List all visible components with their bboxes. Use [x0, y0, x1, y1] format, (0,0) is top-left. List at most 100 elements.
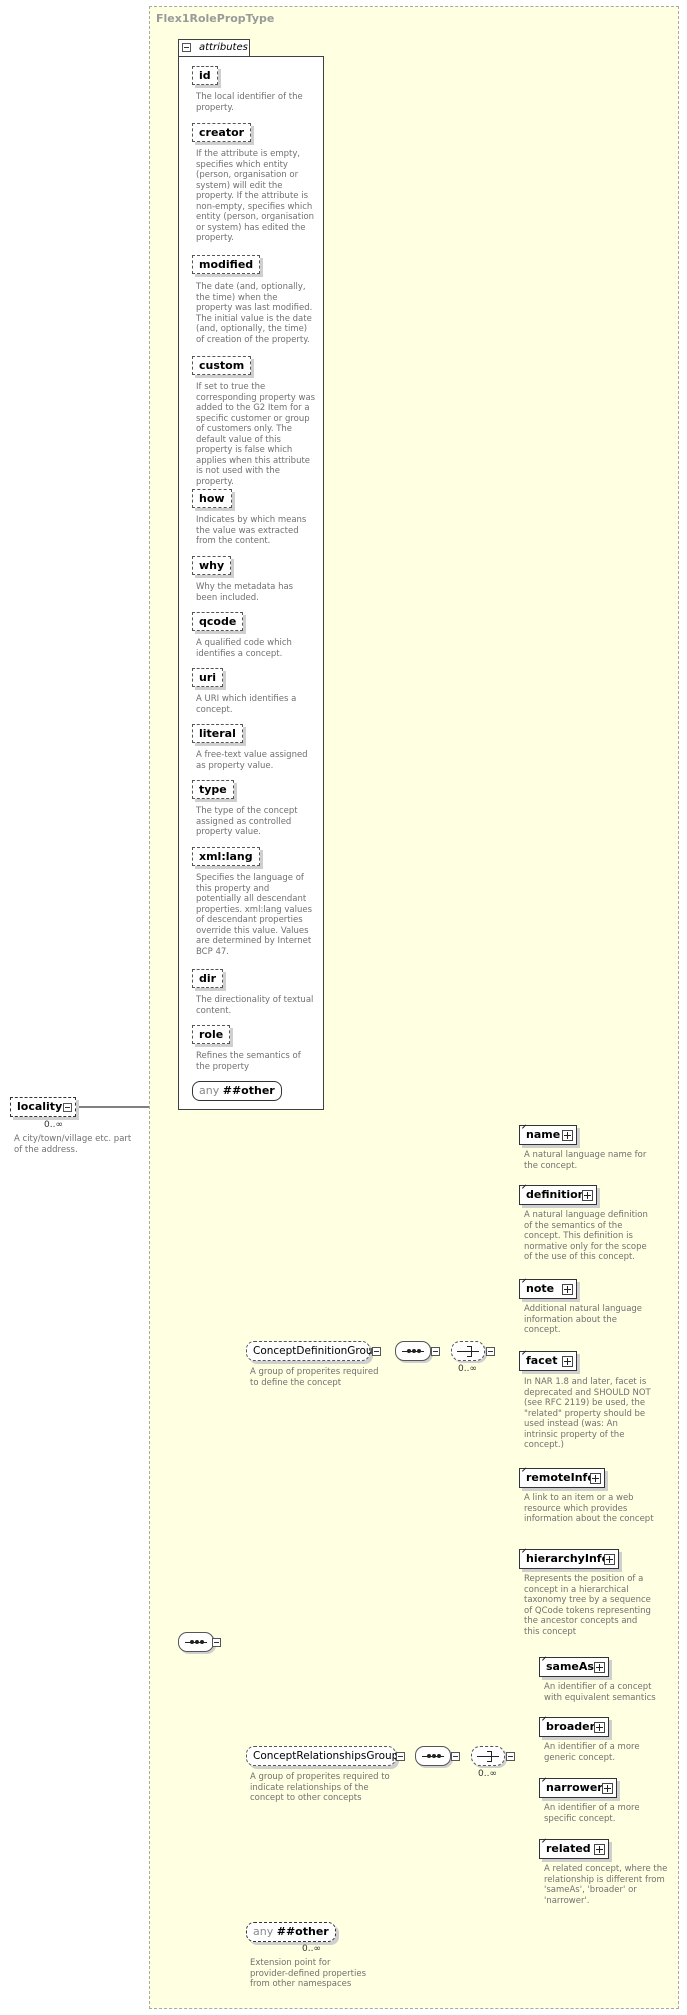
attribute-custom[interactable]: custom: [192, 356, 252, 375]
sequence-icon: [427, 1754, 441, 1759]
cardinality-label: 0..∞: [44, 1120, 63, 1130]
attribute-description: Why the metadata has been included.: [196, 582, 294, 603]
attribute-name: literal: [199, 727, 236, 740]
attribute-role[interactable]: role: [192, 1025, 231, 1044]
attribute-how[interactable]: how: [192, 489, 232, 508]
element-label: note: [526, 1282, 555, 1295]
expand-icon[interactable]: [562, 1130, 573, 1141]
element-label: definition: [526, 1188, 586, 1201]
attributes-panel: [178, 56, 324, 1110]
cardinality-label: 0..∞: [458, 1364, 477, 1374]
collapse-icon[interactable]: [372, 1347, 381, 1356]
element-name: locality: [17, 1100, 63, 1113]
attribute-name: custom: [199, 359, 245, 372]
element-label: related: [546, 1842, 591, 1855]
collapse-icon[interactable]: [396, 1752, 405, 1761]
attribute-why[interactable]: why: [192, 556, 232, 575]
attribute-name: how: [199, 492, 225, 505]
group-concept-definition[interactable]: ConceptDefinitionGroup: [246, 1341, 379, 1361]
attribute-description: The type of the concept assigned as cont…: [196, 806, 298, 837]
element-sameas[interactable]: sameAs: [539, 1657, 609, 1677]
expand-icon[interactable]: [562, 1284, 573, 1295]
group-name: ConceptRelationshipsGroup: [253, 1750, 399, 1762]
element-label: sameAs: [546, 1660, 594, 1673]
element-description: A natural language definition of the sem…: [524, 1210, 648, 1262]
attribute-description: Indicates by which means the value was e…: [196, 515, 307, 546]
any-namespace: ##other: [276, 1925, 329, 1938]
element-description: Represents the position of a concept in …: [524, 1574, 651, 1637]
attribute-xml-lang[interactable]: xml:lang: [192, 847, 260, 866]
choice-compositor[interactable]: [471, 1746, 505, 1766]
element-description: An identifier of a more generic concept.: [544, 1742, 640, 1763]
element-broader[interactable]: broader: [539, 1717, 609, 1737]
element-label: narrower: [546, 1781, 603, 1794]
attribute-name: creator: [199, 126, 245, 139]
expand-icon[interactable]: [582, 1190, 593, 1201]
attribute-name: id: [199, 69, 211, 82]
attributes-label: attributes: [199, 42, 248, 53]
any-keyword: any: [253, 1925, 274, 1938]
collapse-icon[interactable]: [486, 1347, 495, 1356]
attribute-uri[interactable]: uri: [192, 668, 224, 687]
attribute-type[interactable]: type: [192, 780, 234, 799]
attribute-name: role: [199, 1028, 224, 1041]
collapse-icon[interactable]: [451, 1752, 460, 1761]
attribute-name: uri: [199, 671, 217, 684]
attribute-name: xml:lang: [199, 850, 253, 863]
element-label: broader: [546, 1720, 596, 1733]
attribute-description: A free-text value assigned as property v…: [196, 750, 308, 771]
element-description: An identifier of a more specific concept…: [544, 1803, 640, 1824]
attribute-name: type: [199, 783, 227, 796]
root-element-locality[interactable]: locality: [10, 1097, 76, 1117]
attribute-dir[interactable]: dir: [192, 969, 224, 988]
element-description: A related concept, where the relationshi…: [544, 1864, 668, 1906]
expand-icon[interactable]: [594, 1844, 605, 1855]
sequence-compositor[interactable]: [395, 1341, 431, 1361]
attribute-name: dir: [199, 972, 217, 985]
attribute-id[interactable]: id: [192, 66, 218, 85]
attribute-literal[interactable]: literal: [192, 724, 243, 743]
element-definition[interactable]: definition: [519, 1185, 597, 1205]
any-other-extension[interactable]: any ##other: [246, 1922, 336, 1942]
element-related[interactable]: related: [539, 1839, 609, 1859]
group-description: A group of properites required to define…: [250, 1367, 379, 1388]
element-label: hierarchyInfo: [526, 1552, 610, 1565]
expand-icon[interactable]: [594, 1662, 605, 1673]
attribute-description: Specifies the language of this property …: [196, 873, 313, 957]
expand-icon[interactable]: [562, 1356, 573, 1367]
expand-icon[interactable]: [604, 1554, 615, 1565]
expand-icon[interactable]: [594, 1722, 605, 1733]
attribute-modified[interactable]: modified: [192, 255, 261, 274]
element-hierarchyinfo[interactable]: hierarchyInfo: [519, 1549, 619, 1569]
element-label: remoteInfo: [526, 1471, 595, 1484]
attribute-description: The date (and, optionally, the time) whe…: [196, 282, 313, 345]
collapse-icon[interactable]: [212, 1638, 221, 1647]
collapse-icon[interactable]: [431, 1347, 440, 1356]
any-namespace: ##other: [222, 1084, 275, 1097]
sequence-compositor[interactable]: [415, 1746, 451, 1766]
collapse-icon[interactable]: [182, 43, 191, 52]
element-description: A link to an item or a web resource whic…: [524, 1493, 654, 1524]
attribute-description: If the attribute is empty, specifies whi…: [196, 149, 315, 243]
element-note[interactable]: note: [519, 1279, 577, 1299]
expand-icon[interactable]: [590, 1473, 601, 1484]
sequence-compositor[interactable]: [178, 1632, 214, 1652]
expand-icon[interactable]: [602, 1783, 613, 1794]
attribute-qcode[interactable]: qcode: [192, 612, 244, 631]
attributes-tab[interactable]: attributes: [178, 39, 250, 56]
attribute-description: The local identifier of the property.: [196, 92, 303, 113]
collapse-icon[interactable]: [63, 1103, 72, 1112]
attribute-any-other[interactable]: any ##other: [192, 1081, 282, 1101]
element-narrower[interactable]: narrower: [539, 1778, 617, 1798]
element-label: facet: [526, 1354, 558, 1367]
element-facet[interactable]: facet: [519, 1351, 577, 1371]
element-remoteinfo[interactable]: remoteInfo: [519, 1468, 605, 1488]
collapse-icon[interactable]: [506, 1752, 515, 1761]
attribute-description: A qualified code which identifies a conc…: [196, 638, 292, 659]
group-concept-relationships[interactable]: ConceptRelationshipsGroup: [246, 1746, 399, 1766]
attribute-creator[interactable]: creator: [192, 123, 252, 142]
any-keyword: any: [199, 1084, 220, 1097]
element-name[interactable]: name: [519, 1125, 577, 1145]
choice-compositor[interactable]: [451, 1341, 485, 1361]
element-description: A city/town/village etc. part of the add…: [14, 1134, 132, 1155]
